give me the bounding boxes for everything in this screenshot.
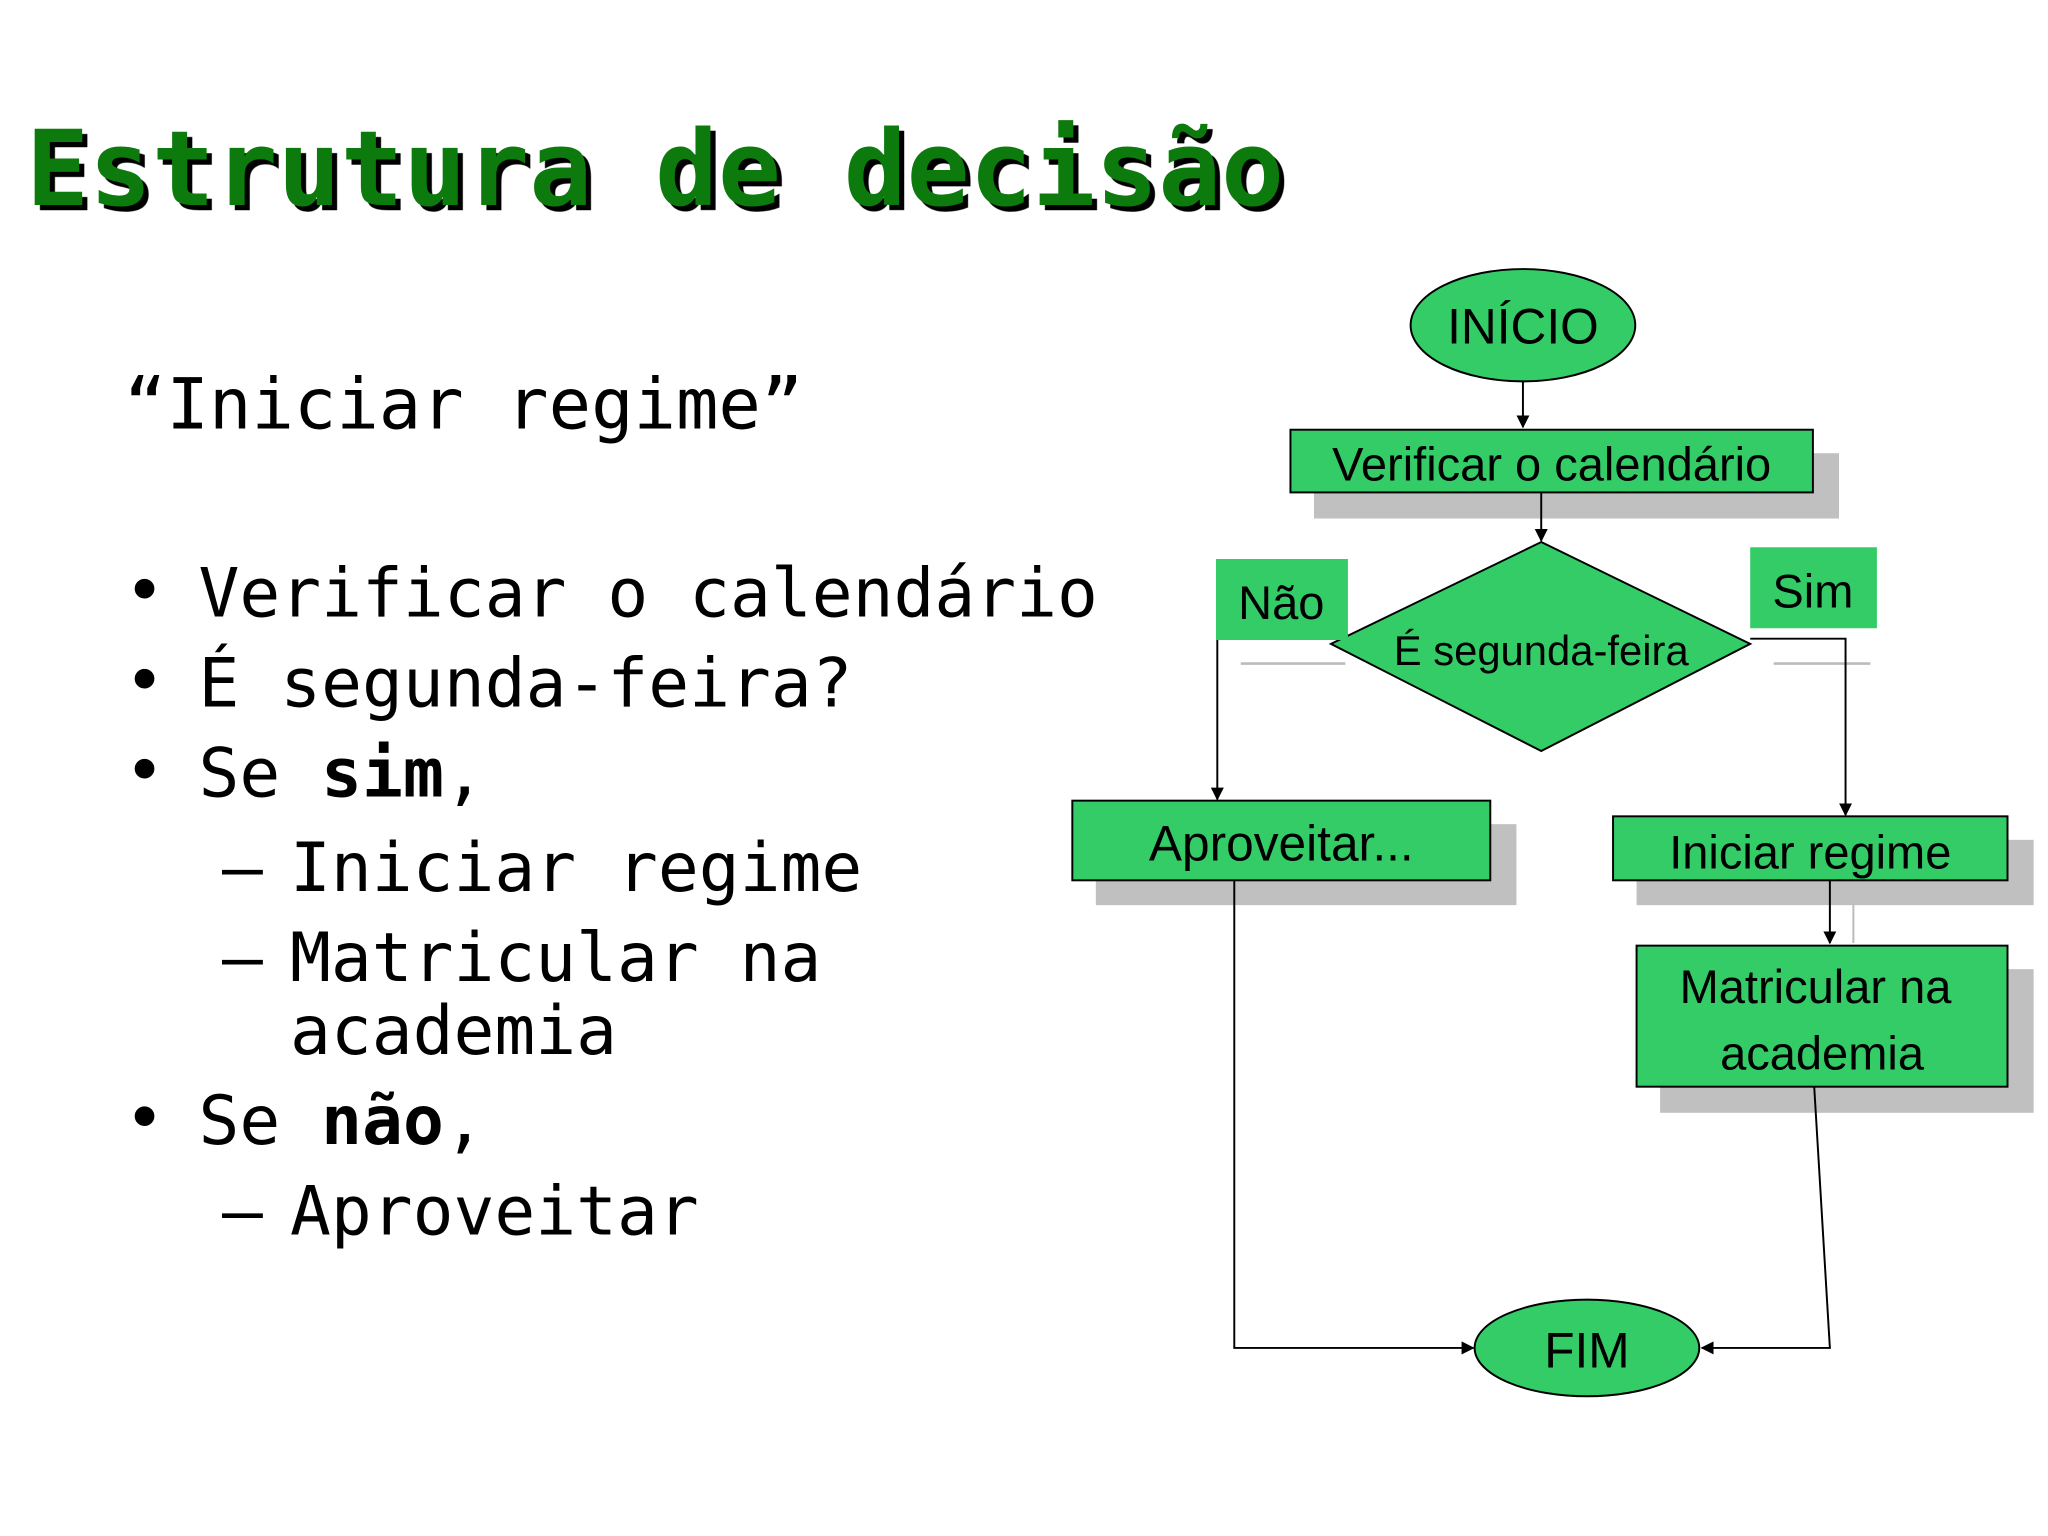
sub-marker: – xyxy=(222,919,263,998)
bullet-item: É segunda-feira? xyxy=(199,644,853,724)
sub-item: Aproveitar xyxy=(290,1172,699,1251)
arrow-yes-branch xyxy=(1750,637,1853,817)
subtitle: “Iniciar regime” xyxy=(124,363,803,445)
process-aproveitar-label: Aproveitar... xyxy=(1149,816,1414,872)
bullet-prefix: Se xyxy=(199,1082,322,1161)
process-matricular-line2: academia xyxy=(1720,1027,1925,1080)
process-verify xyxy=(1289,428,1814,494)
bullet-prefix: Se xyxy=(199,735,322,814)
process-iniciar-regime-label: Iniciar regime xyxy=(1669,826,1951,879)
bullet-marker: • xyxy=(124,642,165,721)
start-label: INÍCIO xyxy=(1447,299,1599,355)
process-iniciar-regime xyxy=(1612,815,2009,882)
bullet-item: Verificar o calendário xyxy=(199,554,1098,633)
flowchart: INÍCIO Verificar o calendário É segunda-… xyxy=(1071,268,2034,1398)
process-verify-label: Verificar o calendário xyxy=(1332,438,1771,491)
bullet-suffix: , xyxy=(444,1082,485,1161)
bullet-list: • Verificar o calendário • É segunda-fei… xyxy=(124,552,1098,1251)
bullet-bold: não xyxy=(321,1082,444,1161)
start-terminal xyxy=(1409,268,1637,383)
sub-item: Matricular na xyxy=(290,919,821,998)
bullet-marker: • xyxy=(124,552,165,631)
sub-marker: – xyxy=(222,1172,263,1251)
bullet-item: Se sim, xyxy=(199,735,485,814)
yes-label-box xyxy=(1750,547,1877,629)
process-aproveitar xyxy=(1071,799,1492,882)
arrow-matricular-to-end xyxy=(1700,1086,1831,1355)
decision-diamond xyxy=(1328,540,1753,753)
no-label: Não xyxy=(1238,576,1324,629)
bullet-marker: • xyxy=(124,732,165,811)
decision-label: É segunda-feira xyxy=(1394,627,1690,674)
no-label-box xyxy=(1216,559,1348,640)
sub-item: Iniciar regime xyxy=(290,829,862,908)
bullet-marker: • xyxy=(124,1080,165,1159)
sub-item-cont: academia xyxy=(290,992,617,1071)
end-terminal xyxy=(1473,1298,1701,1398)
arrow-aproveitar-to-end xyxy=(1233,880,1475,1355)
sub-marker: – xyxy=(222,829,263,908)
yes-label: Sim xyxy=(1772,564,1853,617)
bullet-item: Se não, xyxy=(199,1082,485,1161)
bullet-bold: sim xyxy=(321,735,444,814)
process-matricular-line1: Matricular na xyxy=(1680,960,1953,1013)
bullet-suffix: , xyxy=(444,735,485,814)
process-matricular xyxy=(1635,944,2009,1088)
slide-title: Estrutura de decisão xyxy=(26,108,1284,230)
end-label: FIM xyxy=(1544,1323,1629,1379)
